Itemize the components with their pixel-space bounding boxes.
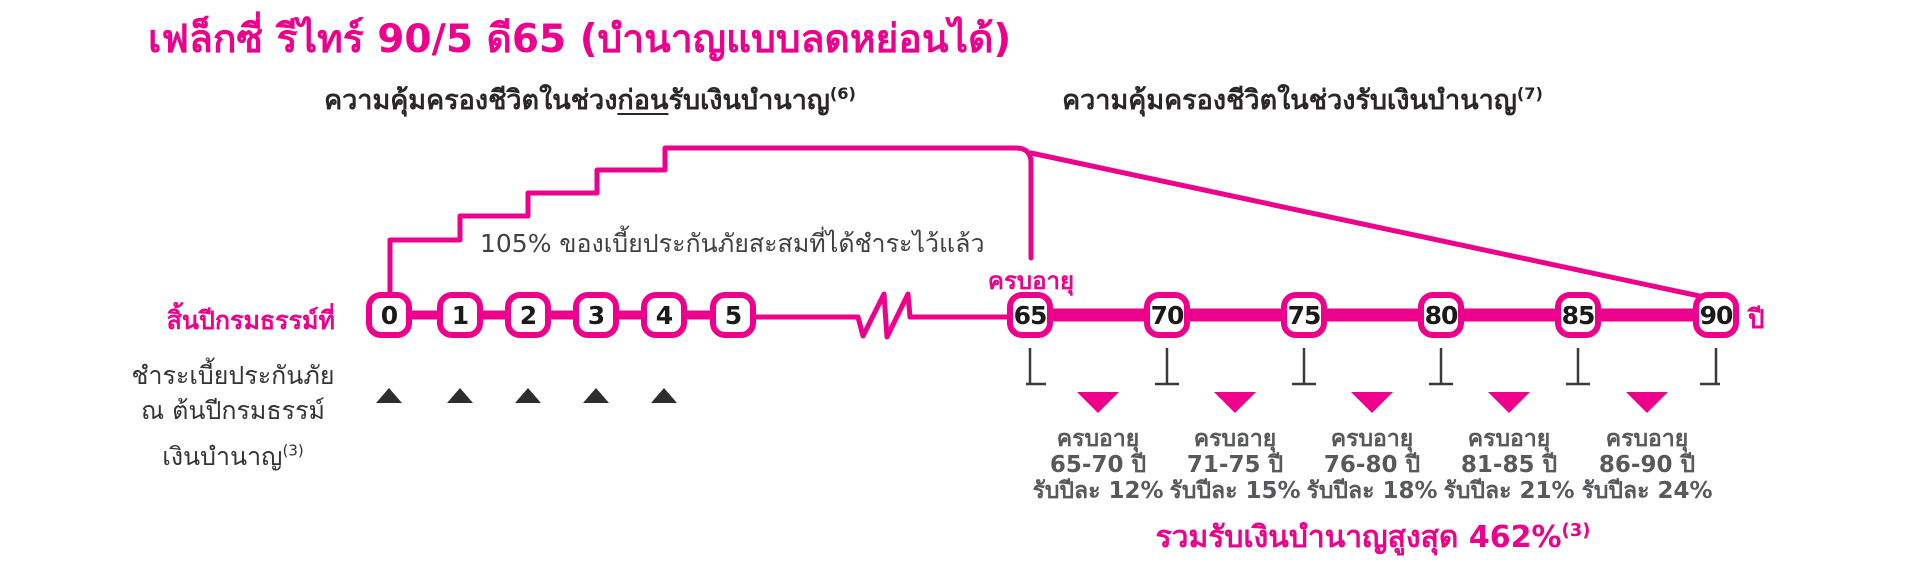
timeline-node-75: 75 bbox=[1281, 292, 1327, 338]
payout-arrow-icon bbox=[1077, 392, 1119, 413]
timeline-node-70: 70 bbox=[1144, 292, 1190, 338]
header-before-pension: ความคุ้มครองชีวิตในช่วงก่อนรับเงินบำนาญ(… bbox=[320, 78, 860, 121]
coverage-staircase-line bbox=[387, 145, 1034, 301]
premium-arrow-icon bbox=[447, 388, 473, 403]
premium-arrow-icon bbox=[651, 388, 677, 403]
payout-label-76-80: ครบอายุ 76-80 ปี รับปีละ 18% bbox=[1306, 426, 1438, 504]
header-during-pension: ความคุ้มครองชีวิตในช่วงรับเงินบำนาญ(7) bbox=[1030, 78, 1575, 121]
footnote-marker-6: (6) bbox=[829, 84, 856, 103]
timeline-node-85: 85 bbox=[1555, 292, 1601, 338]
premium-arrow-icon bbox=[376, 388, 402, 403]
timeline-node-0: 0 bbox=[366, 292, 412, 338]
timeline-node-4: 4 bbox=[641, 292, 687, 338]
maturity-label: ครบอายุ bbox=[987, 267, 1075, 295]
timeline-node-65: 65 bbox=[1007, 292, 1053, 338]
year-unit-label: ปี bbox=[1748, 305, 1765, 335]
header-before-pre: ความคุ้มครองชีวิตในช่วง bbox=[324, 85, 618, 116]
row-label-policy-year-end: สิ้นปีกรมธรรม์ที่ bbox=[166, 306, 335, 335]
payout-arrow-icon bbox=[1626, 392, 1668, 413]
header-during-text: ความคุ้มครองชีวิตในช่วงรับเงินบำนาญ bbox=[1062, 85, 1517, 116]
total-pension-label: รวมรับเงินบำนาญสูงสุด 462%(3) bbox=[1128, 514, 1618, 561]
footnote-marker-3-left: (3) bbox=[282, 441, 304, 460]
timeline-node-5: 5 bbox=[710, 292, 756, 338]
footnote-marker-3-total: (3) bbox=[1561, 520, 1591, 541]
row-label-premium-line2: ณ ต้นปีกรมธรรม์ bbox=[141, 396, 325, 425]
page-title: เฟล็กซี่ รีไทร์ 90/5 ดี65 (บำนาญแบบลดหย่… bbox=[148, 17, 1012, 62]
payout-arrow-icon bbox=[1351, 392, 1393, 413]
row-label-pension: เงินบำนาญ(3) bbox=[108, 437, 358, 477]
timeline-node-90: 90 bbox=[1693, 292, 1739, 338]
payout-label-65-70: ครบอายุ 65-70 ปี รับปีละ 12% bbox=[1032, 426, 1164, 504]
payout-arrow-icon bbox=[1214, 392, 1256, 413]
footnote-marker-7: (7) bbox=[1516, 84, 1543, 103]
timeline-break-zigzag bbox=[749, 291, 1013, 340]
payout-label-71-75: ครบอายุ 71-75 ปี รับปีละ 15% bbox=[1169, 426, 1301, 504]
timeline-node-3: 3 bbox=[573, 292, 619, 338]
premium-arrow-icon bbox=[583, 388, 609, 403]
timeline-node-2: 2 bbox=[505, 292, 551, 338]
header-before-post: รับเงินบำนาญ bbox=[668, 85, 830, 116]
timeline-node-80: 80 bbox=[1418, 292, 1464, 338]
payout-arrow-icon bbox=[1488, 392, 1530, 413]
payout-label-81-85: ครบอายุ 81-85 ปี รับปีละ 21% bbox=[1443, 426, 1575, 504]
coverage-decline-line bbox=[1028, 150, 1707, 300]
timeline-node-1: 1 bbox=[437, 292, 483, 338]
age-interval-ticks bbox=[1026, 348, 1720, 386]
row-label-pension-text: เงินบำนาญ bbox=[162, 442, 283, 471]
header-before-underlined: ก่อน bbox=[617, 85, 669, 116]
premium-arrow-icon bbox=[515, 388, 541, 403]
row-label-premium-line1: ชำระเบี้ยประกันภัย bbox=[131, 361, 335, 390]
staircase-value-label: 105% ของเบี้ยประกันภัยสะสมที่ได้ชำระไว้แ… bbox=[480, 229, 985, 258]
payout-label-86-90: ครบอายุ 86-90 ปี รับปีละ 24% bbox=[1581, 426, 1713, 504]
total-pension-text: รวมรับเงินบำนาญสูงสุด 462% bbox=[1155, 520, 1562, 555]
